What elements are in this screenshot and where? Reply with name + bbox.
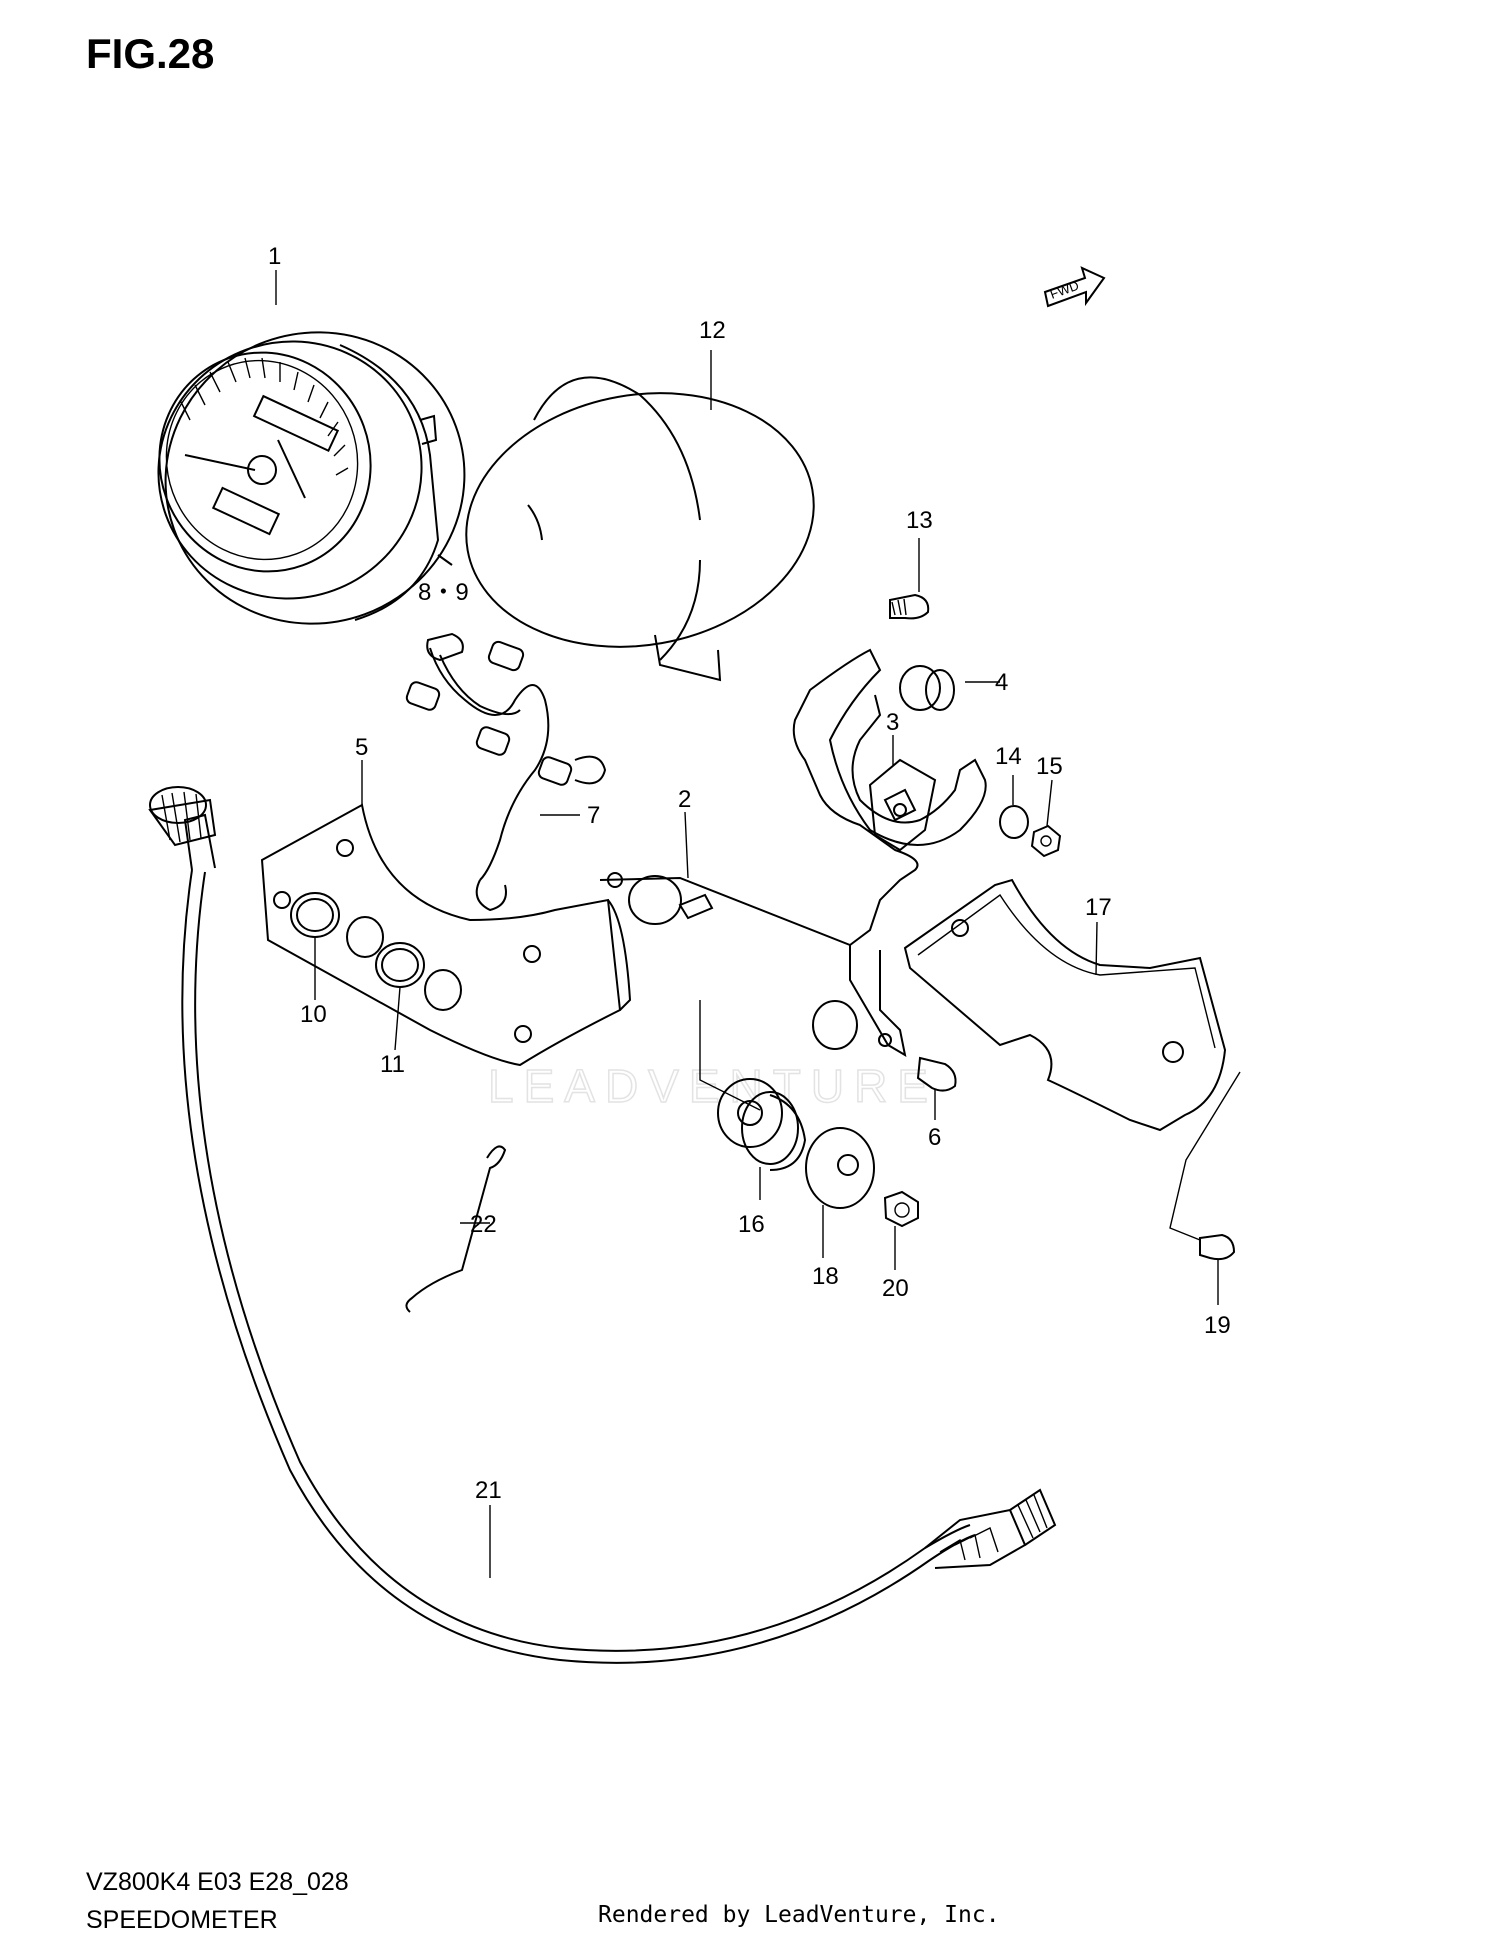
fwd-arrow-label: FWD (1048, 278, 1081, 302)
part-3-holder[interactable] (868, 758, 937, 852)
part-5-bracket[interactable] (260, 803, 632, 1067)
callout-21[interactable]: 21 (475, 1477, 502, 1504)
callout-13[interactable]: 13 (906, 507, 933, 534)
section-name: SPEEDOMETER (86, 1906, 278, 1934)
render-credit: Rendered by LeadVenture, Inc. (598, 1902, 1000, 1928)
watermark-text: LEADVENTURE (488, 1060, 938, 1112)
part-19-screw[interactable] (1199, 1233, 1236, 1261)
figure-title: FIG.28 (86, 30, 215, 77)
part-22-clip[interactable] (405, 1145, 507, 1313)
callout-19[interactable]: 19 (1204, 1312, 1231, 1339)
part-21-speedometer-cable[interactable] (148, 786, 1057, 1664)
callout-15[interactable]: 15 (1036, 753, 1063, 780)
callout-7[interactable]: 7 (587, 802, 600, 829)
callout-12[interactable]: 12 (699, 317, 726, 344)
part-6-screw[interactable] (916, 1056, 957, 1092)
part-12-cover[interactable] (446, 367, 834, 682)
part-7-wire-harness[interactable] (405, 640, 607, 912)
callout-11[interactable]: 11 (380, 1051, 405, 1078)
callout-5[interactable]: 5 (355, 734, 368, 761)
callout-10[interactable]: 10 (300, 1001, 327, 1028)
callout-16[interactable]: 16 (738, 1211, 765, 1238)
callout-1[interactable]: 1 (268, 243, 281, 270)
callout-14[interactable]: 14 (995, 743, 1022, 770)
bracket-hole (424, 969, 462, 1011)
part-4-cushion[interactable] (899, 665, 955, 711)
callout-8-9[interactable]: 8・9 (418, 579, 469, 606)
callout-4[interactable]: 4 (995, 669, 1008, 696)
part-17-cover-plate[interactable] (903, 878, 1227, 1132)
part-20-nut[interactable] (883, 1190, 919, 1228)
callout-17[interactable]: 17 (1085, 894, 1112, 921)
part-16-grommet[interactable] (717, 1078, 807, 1171)
callout-22[interactable]: 22 (470, 1211, 497, 1238)
callout-20[interactable]: 20 (882, 1275, 909, 1302)
part-1-speedometer[interactable] (122, 290, 505, 665)
part-18-washer[interactable] (805, 1127, 875, 1209)
bracket-hole (346, 916, 384, 958)
part-13-screw[interactable] (889, 593, 930, 620)
callout-18[interactable]: 18 (812, 1263, 839, 1290)
part-14-washer[interactable] (999, 805, 1029, 839)
callout-2[interactable]: 2 (678, 786, 691, 813)
part-2-meter-bracket[interactable] (599, 648, 987, 1057)
callout-labels: 1 12 13 8・9 4 3 14 15 5 2 7 17 10 11 6 1… (268, 243, 1231, 1504)
part-15-nut[interactable] (1030, 824, 1062, 858)
callout-6[interactable]: 6 (928, 1124, 941, 1151)
part-10-grommet[interactable] (290, 892, 340, 938)
callout-leaders (275, 270, 1241, 1578)
callout-3[interactable]: 3 (886, 709, 899, 736)
part-11-grommet[interactable] (375, 942, 425, 988)
fwd-arrow-icon: FWD (1043, 266, 1106, 308)
model-code: VZ800K4 E03 E28_028 (86, 1868, 349, 1896)
part-8-9-bulb[interactable] (426, 632, 464, 662)
